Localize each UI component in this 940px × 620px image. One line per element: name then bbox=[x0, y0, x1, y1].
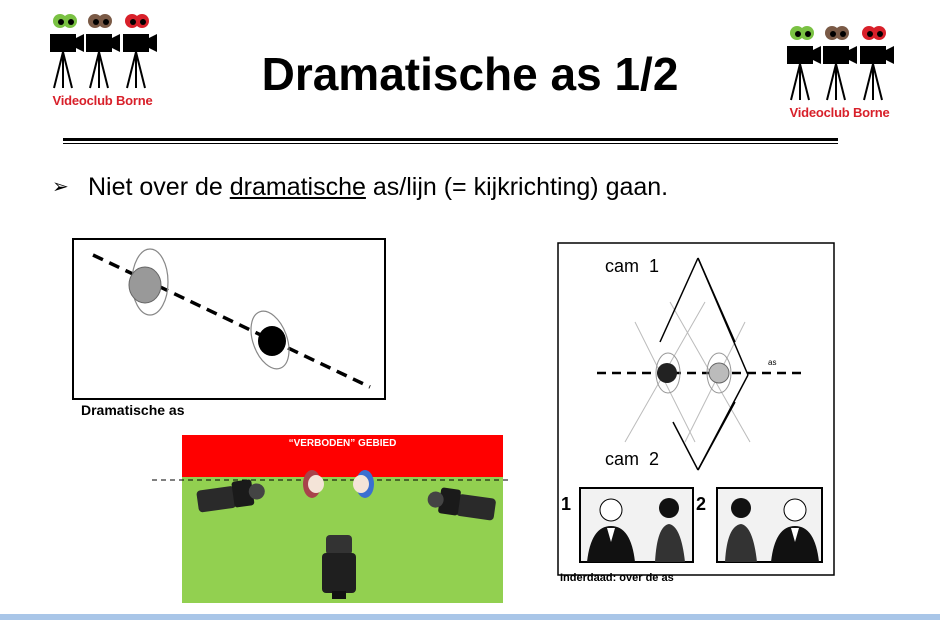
figure-dramatic-axis: Dramatische as bbox=[65, 237, 390, 427]
camera-left-icon bbox=[196, 479, 265, 513]
camera2-cone bbox=[672, 374, 749, 471]
woman-right-icon bbox=[655, 498, 685, 562]
bottom-bar bbox=[0, 614, 940, 620]
bullet-text-after: as/lijn (= kijkrichting) gaan. bbox=[365, 173, 669, 201]
page-title: Dramatische as 1/2 bbox=[261, 48, 679, 100]
cam1-label: cam 1 bbox=[605, 256, 660, 276]
person-gray-icon bbox=[128, 248, 169, 316]
logo-left: Videoclub Borne bbox=[40, 10, 165, 110]
logo-right: Videoclub Borne bbox=[777, 22, 902, 122]
man-left-icon bbox=[587, 498, 635, 562]
woman-left-icon bbox=[725, 498, 757, 562]
figure3-caption: Inderdaad: over de as bbox=[560, 572, 674, 584]
figure-forbidden-zone: “VERBODEN” GEBIED bbox=[150, 435, 515, 605]
arrow-bullet-icon: ➢ bbox=[52, 176, 69, 198]
logo-right-text: Videoclub Borne bbox=[789, 105, 890, 120]
bullet-text-underlined: dramatische bbox=[229, 173, 366, 201]
logo-left-text: Videoclub Borne bbox=[52, 93, 153, 108]
forbidden-banner: “VERBODEN” GEBIED bbox=[288, 438, 397, 449]
panel1-number: 1 bbox=[561, 494, 572, 514]
figure1-caption: Dramatische as bbox=[81, 402, 185, 418]
camera-diagram bbox=[557, 242, 835, 576]
bullet-item: ➢ Niet over de dramatische as/lijn (= kij… bbox=[52, 170, 668, 204]
cam2-label: cam 2 bbox=[605, 449, 660, 469]
camera1-cone bbox=[659, 257, 749, 376]
camera-right-icon bbox=[427, 487, 496, 521]
title-divider-thin bbox=[63, 143, 838, 144]
person-black-icon bbox=[250, 310, 290, 370]
man-right-icon bbox=[771, 498, 819, 562]
person-black-icon bbox=[655, 352, 681, 394]
axis-label: as bbox=[768, 358, 777, 367]
actor-left-icon bbox=[303, 470, 324, 498]
videoclub-logo-icon bbox=[787, 26, 894, 101]
axis-diagram bbox=[72, 238, 386, 400]
title-divider bbox=[63, 138, 838, 141]
videoclub-logo-icon bbox=[50, 14, 157, 89]
camera-bottom-icon bbox=[322, 535, 356, 599]
panel2-number: 2 bbox=[696, 494, 707, 514]
forbidden-area bbox=[182, 435, 503, 477]
person-gray-icon bbox=[706, 352, 732, 394]
actor-right-icon bbox=[353, 470, 374, 498]
bullet-text-before: Niet over de bbox=[88, 173, 230, 201]
forbidden-zone-diagram bbox=[152, 435, 512, 603]
figure-camera-positions: cam 1 cam 2 as 1 2 Inderdaad: over de as bbox=[555, 242, 840, 592]
